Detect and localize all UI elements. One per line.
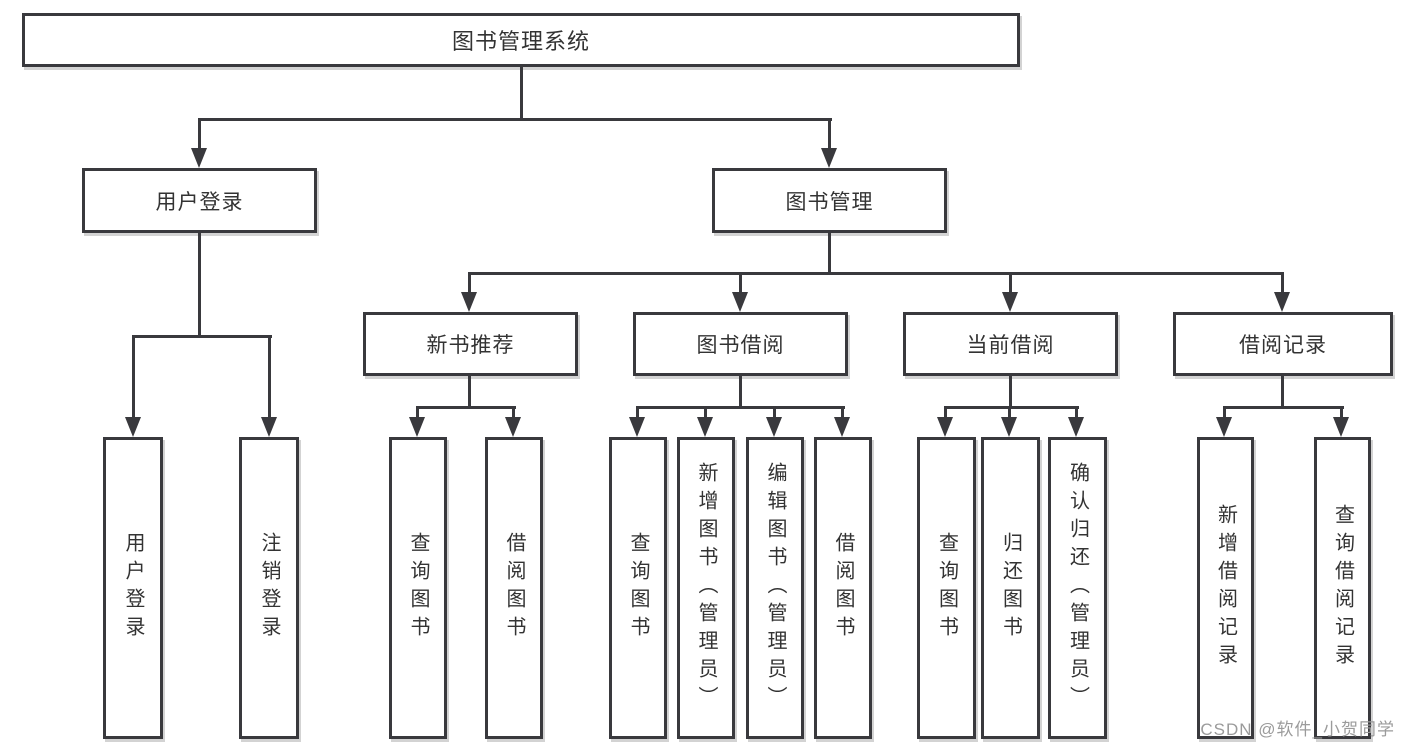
arrow-down-icon xyxy=(409,417,425,437)
arrow-down-icon xyxy=(732,292,748,312)
leaf-nb-borrow-book-label: 借阅图书 xyxy=(503,532,525,644)
leaf-bb-add-book-admin-label: 新增图书（管理员） xyxy=(695,462,717,714)
connector-drop-bb-edit xyxy=(773,406,776,419)
csdn-watermark: CSDN @软件_小贺同学 xyxy=(1200,720,1395,739)
connector-level2-bar xyxy=(198,118,832,121)
leaf-bb-edit-book-admin-label: 编辑图书（管理员） xyxy=(764,462,786,714)
node-borrow-records: 借阅记录 xyxy=(1173,312,1393,376)
leaf-bb-query-book: 查询图书 xyxy=(609,437,667,739)
connector-nb-bar xyxy=(416,406,516,409)
connector-bb-stem xyxy=(739,376,742,406)
leaf-br-add-record-label: 新增借阅记录 xyxy=(1214,504,1237,672)
node-root: 图书管理系统 xyxy=(22,13,1020,67)
leaf-logout-login: 注销登录 xyxy=(239,437,299,739)
leaf-br-query-record: 查询借阅记录 xyxy=(1314,437,1371,739)
node-user-login-label: 用户登录 xyxy=(155,190,244,214)
leaf-logout-login-label: 注销登录 xyxy=(258,532,280,644)
node-new-book-recommend-label: 新书推荐 xyxy=(426,334,515,357)
leaf-br-query-record-label: 查询借阅记录 xyxy=(1331,504,1354,672)
arrow-down-icon xyxy=(937,417,953,437)
arrow-down-icon xyxy=(1216,417,1232,437)
leaf-cb-query-book-label: 查询图书 xyxy=(935,532,958,644)
connector-bb-bar xyxy=(636,406,845,409)
node-book-borrow: 图书借阅 xyxy=(633,312,848,376)
leaf-cb-return-book-label: 归还图书 xyxy=(999,532,1022,644)
arrow-down-icon xyxy=(1001,417,1017,437)
connector-drop-bb-add xyxy=(704,406,707,419)
connector-user-login-stem xyxy=(198,233,201,335)
node-root-label: 图书管理系统 xyxy=(451,29,590,54)
leaf-user-login: 用户登录 xyxy=(103,437,163,739)
leaf-cb-return-book: 归还图书 xyxy=(981,437,1040,739)
node-book-borrow-label: 图书借阅 xyxy=(696,334,785,357)
leaf-user-login-label: 用户登录 xyxy=(122,532,144,644)
arrow-down-icon xyxy=(1002,292,1018,312)
leaf-nb-query-book: 查询图书 xyxy=(389,437,447,739)
leaf-br-add-record: 新增借阅记录 xyxy=(1197,437,1254,739)
connector-drop-book-borrow xyxy=(739,272,742,294)
connector-drop-leaf-user-login xyxy=(132,335,135,419)
node-user-login: 用户登录 xyxy=(82,168,317,233)
arrow-down-icon xyxy=(261,417,277,437)
connector-drop-nb-query xyxy=(416,406,419,419)
connector-book-management-stem xyxy=(828,233,831,272)
connector-drop-cb-return xyxy=(1008,406,1011,419)
connector-cb-bar xyxy=(944,406,1079,409)
leaf-bb-edit-book-admin: 编辑图书（管理员） xyxy=(746,437,804,739)
arrow-down-icon xyxy=(505,417,521,437)
arrow-down-icon xyxy=(191,148,207,168)
connector-drop-nb-borrow xyxy=(512,406,515,419)
connector-drop-current-borrow xyxy=(1009,272,1012,294)
connector-drop-bb-query xyxy=(636,406,639,419)
arrow-down-icon xyxy=(1333,417,1349,437)
connector-drop-user-login xyxy=(198,118,201,150)
connector-root-stem xyxy=(520,67,523,118)
arrow-down-icon xyxy=(766,417,782,437)
connector-drop-borrow-records xyxy=(1281,272,1284,294)
connector-drop-cb-confirm xyxy=(1075,406,1078,419)
arrow-down-icon xyxy=(461,292,477,312)
leaf-cb-confirm-return-admin: 确认归还（管理员） xyxy=(1048,437,1107,739)
arrow-down-icon xyxy=(629,417,645,437)
leaf-cb-query-book: 查询图书 xyxy=(917,437,976,739)
leaf-nb-query-book-label: 查询图书 xyxy=(407,532,429,644)
connector-nb-stem xyxy=(468,376,471,406)
leaf-bb-query-book-label: 查询图书 xyxy=(627,532,649,644)
node-book-management-label: 图书管理 xyxy=(785,190,874,214)
connector-drop-br-query xyxy=(1340,406,1343,419)
connector-drop-leaf-logout xyxy=(268,335,271,419)
leaf-cb-confirm-return-admin-label: 确认归还（管理员） xyxy=(1066,462,1089,714)
leaf-bb-borrow-book-label: 借阅图书 xyxy=(832,532,854,644)
connector-user-login-bar xyxy=(132,335,272,338)
arrow-down-icon xyxy=(697,417,713,437)
node-new-book-recommend: 新书推荐 xyxy=(363,312,578,376)
connector-level3-bar xyxy=(468,272,1284,275)
arrow-down-icon xyxy=(834,417,850,437)
connector-drop-br-add xyxy=(1223,406,1226,419)
connector-drop-book-management xyxy=(828,118,831,150)
leaf-bb-add-book-admin: 新增图书（管理员） xyxy=(677,437,735,739)
node-current-borrow-label: 当前借阅 xyxy=(966,334,1055,357)
arrow-down-icon xyxy=(1068,417,1084,437)
connector-drop-cb-query xyxy=(944,406,947,419)
connector-drop-bb-borrow xyxy=(841,406,844,419)
connector-drop-new-book-recommend xyxy=(468,272,471,294)
node-book-management: 图书管理 xyxy=(712,168,947,233)
leaf-bb-borrow-book: 借阅图书 xyxy=(814,437,872,739)
arrow-down-icon xyxy=(1274,292,1290,312)
connector-br-stem xyxy=(1281,376,1284,406)
arrow-down-icon xyxy=(821,148,837,168)
node-current-borrow: 当前借阅 xyxy=(903,312,1118,376)
arrow-down-icon xyxy=(125,417,141,437)
node-borrow-records-label: 借阅记录 xyxy=(1239,334,1327,357)
connector-br-bar xyxy=(1223,406,1344,409)
connector-cb-stem xyxy=(1009,376,1012,406)
leaf-nb-borrow-book: 借阅图书 xyxy=(485,437,543,739)
